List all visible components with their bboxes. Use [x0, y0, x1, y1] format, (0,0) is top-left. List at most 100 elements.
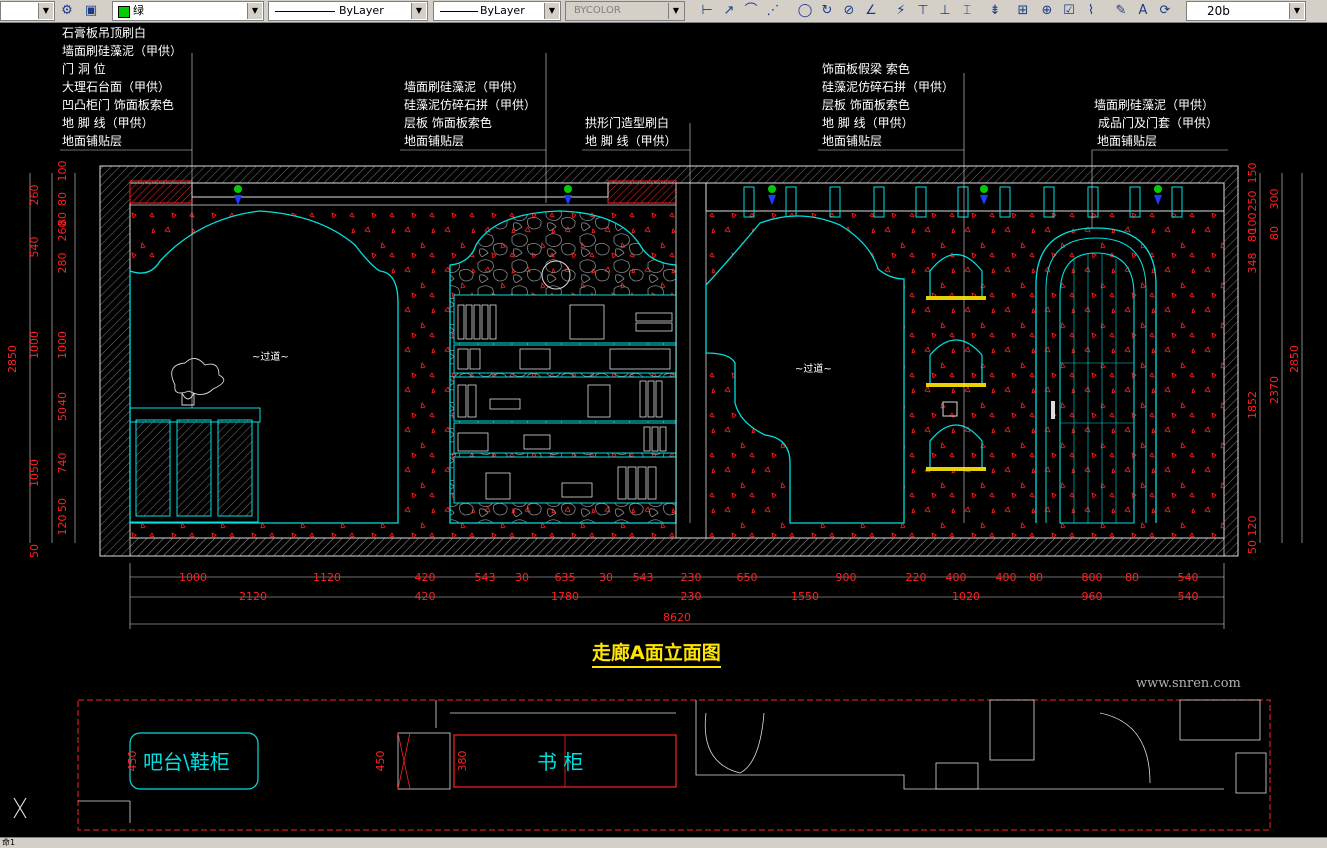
radius-dim-icon[interactable]: ◯ [797, 3, 813, 18]
annotation-text: 饰面板假梁 索色 [822, 62, 910, 76]
books [457, 304, 673, 500]
plan-boundary [77, 699, 1271, 831]
gear-icon[interactable]: ⚙ [61, 3, 73, 18]
tolerance-icon[interactable]: ⊞ [1017, 3, 1029, 18]
dim-label: 100 [1246, 213, 1259, 234]
beam-right [607, 180, 677, 204]
arc-length-icon[interactable]: ⌒ [744, 3, 758, 18]
dim-label: 260 [28, 185, 41, 206]
dimstyle-dropdown[interactable]: 20b ▼ [1186, 1, 1306, 21]
dim-label: 50 [56, 498, 69, 512]
dim-update-icon[interactable]: ⟳ [1159, 3, 1171, 18]
annotation-text: 凹凸柜门 饰面板索色 [62, 98, 174, 112]
dim-label: 543 [633, 571, 654, 584]
layer-state-icon[interactable]: ▣ [84, 3, 98, 18]
annotation-text: 石膏板吊顶刷白 [62, 26, 147, 40]
dim-label: 1550 [791, 590, 819, 603]
dim-label: 280 [56, 253, 69, 274]
shelf-row-3 [453, 376, 677, 422]
ucs-icon [13, 797, 27, 819]
quick-dim-icon[interactable]: ⚡ [896, 3, 906, 18]
color-swatch [118, 6, 130, 18]
cabinet-door-1 [135, 419, 171, 517]
annotation-text: 硅藻泥仿碎石拼（甲供） [404, 98, 537, 112]
dim-label: 30 [599, 571, 613, 584]
plotstyle-value: BYCOLOR [574, 5, 621, 16]
beam-false [705, 182, 1225, 212]
dim-label: 543 [475, 571, 496, 584]
dim-label: 1050 [28, 459, 41, 487]
plan-walls [78, 699, 1267, 823]
dim-label: 80 [1246, 228, 1259, 242]
annotation-text: 地面铺贴层 [1097, 134, 1158, 148]
dim-label: 1852 [1246, 391, 1259, 419]
dim-label: 120 [1246, 516, 1259, 537]
chevron-down-icon: ▼ [411, 3, 426, 19]
plan-dim-450b: 450 [374, 751, 387, 772]
linetype-dropdown[interactable]: ByLayer ▼ [268, 1, 428, 21]
angular-dim-icon[interactable]: ∠ [865, 3, 877, 18]
dim-label: 1000 [28, 331, 41, 359]
dim-total: 8620 [663, 611, 691, 624]
dimstyle-value: 20b [1207, 4, 1230, 18]
dim-label: 80 [1268, 226, 1281, 240]
ceiling-lights [234, 185, 1162, 205]
dim-label: 80 [1029, 571, 1043, 584]
aligned-dim-icon[interactable]: ↗ [723, 3, 735, 18]
dim-label: 348 [1246, 253, 1259, 274]
dim-edit-icon[interactable]: ✎ [1115, 3, 1127, 18]
plan-dim-450a: 450 [126, 751, 139, 772]
dim-text-edit-icon[interactable]: A [1138, 3, 1148, 18]
jogged-linear-icon[interactable]: ⌇ [1087, 3, 1095, 18]
archway-right [705, 215, 905, 524]
linetype-value: ByLayer [339, 4, 384, 17]
chevron-down-icon: ▼ [247, 3, 262, 19]
ordinate-dim-icon[interactable]: ⋰ [766, 3, 780, 18]
dim-label: 230 [681, 590, 702, 603]
dim-label: 540 [1178, 590, 1199, 603]
dim-label: 2120 [239, 590, 267, 603]
annotation-text: 地 脚 线（甲供） [585, 134, 677, 148]
annotation-text: 大理石台面（甲供） [62, 80, 171, 94]
annotation-text: 地面铺贴层 [404, 134, 465, 148]
diameter-dim-icon[interactable]: ⊘ [843, 3, 855, 18]
dim-label: 260 [56, 221, 69, 242]
center-mark-icon[interactable]: ⊕ [1041, 3, 1053, 18]
wall-niches [929, 254, 983, 470]
dim-label: 1020 [952, 590, 980, 603]
lineweight-dropdown[interactable]: ByLayer ▼ [433, 1, 561, 21]
plotstyle-dropdown[interactable]: BYCOLOR ▼ [565, 1, 685, 21]
dim-label: 540 [1178, 571, 1199, 584]
inspect-icon[interactable]: ☑ [1063, 3, 1075, 18]
dim-break-icon[interactable]: ⇟ [989, 3, 1001, 18]
dim-label: 230 [681, 571, 702, 584]
annotation-text: 墙面刷硅藻泥（甲供） [62, 44, 183, 58]
cabinet-door-2 [176, 419, 212, 517]
dim-label: 1000 [179, 571, 207, 584]
baseline-dim-icon[interactable]: ⊤ [917, 3, 929, 18]
layer-dropdown[interactable]: ▼ [0, 1, 55, 21]
dim-label: 50 [56, 407, 69, 421]
dim-label: 30 [515, 571, 529, 584]
linear-dim-icon[interactable]: ⊢ [701, 3, 713, 18]
jogged-dim-icon[interactable]: ↻ [821, 3, 833, 18]
dim-space-icon[interactable]: ⌶ [963, 3, 971, 18]
command-line[interactable]: 命1 [0, 837, 1327, 848]
annotation-text: 层板 饰面板索色 [822, 98, 910, 112]
dim-lines-bottom [129, 563, 1225, 629]
passage-label-left: ~过道~ [252, 352, 289, 363]
pilaster [675, 182, 707, 539]
shelf-row-1 [453, 294, 677, 344]
annotation-text: 成品门及门套（甲供） [1098, 116, 1219, 130]
color-dropdown[interactable]: 绿 ▼ [112, 1, 264, 21]
lineweight-value: ByLayer [480, 4, 525, 17]
passage-label-right: ~过道~ [795, 364, 832, 375]
floor-band [129, 537, 1225, 557]
command-text: 命1 [2, 838, 16, 847]
continue-dim-icon[interactable]: ⊥ [939, 3, 951, 18]
dim-label: 50 [28, 544, 41, 558]
dim-label: 40 [56, 392, 69, 406]
